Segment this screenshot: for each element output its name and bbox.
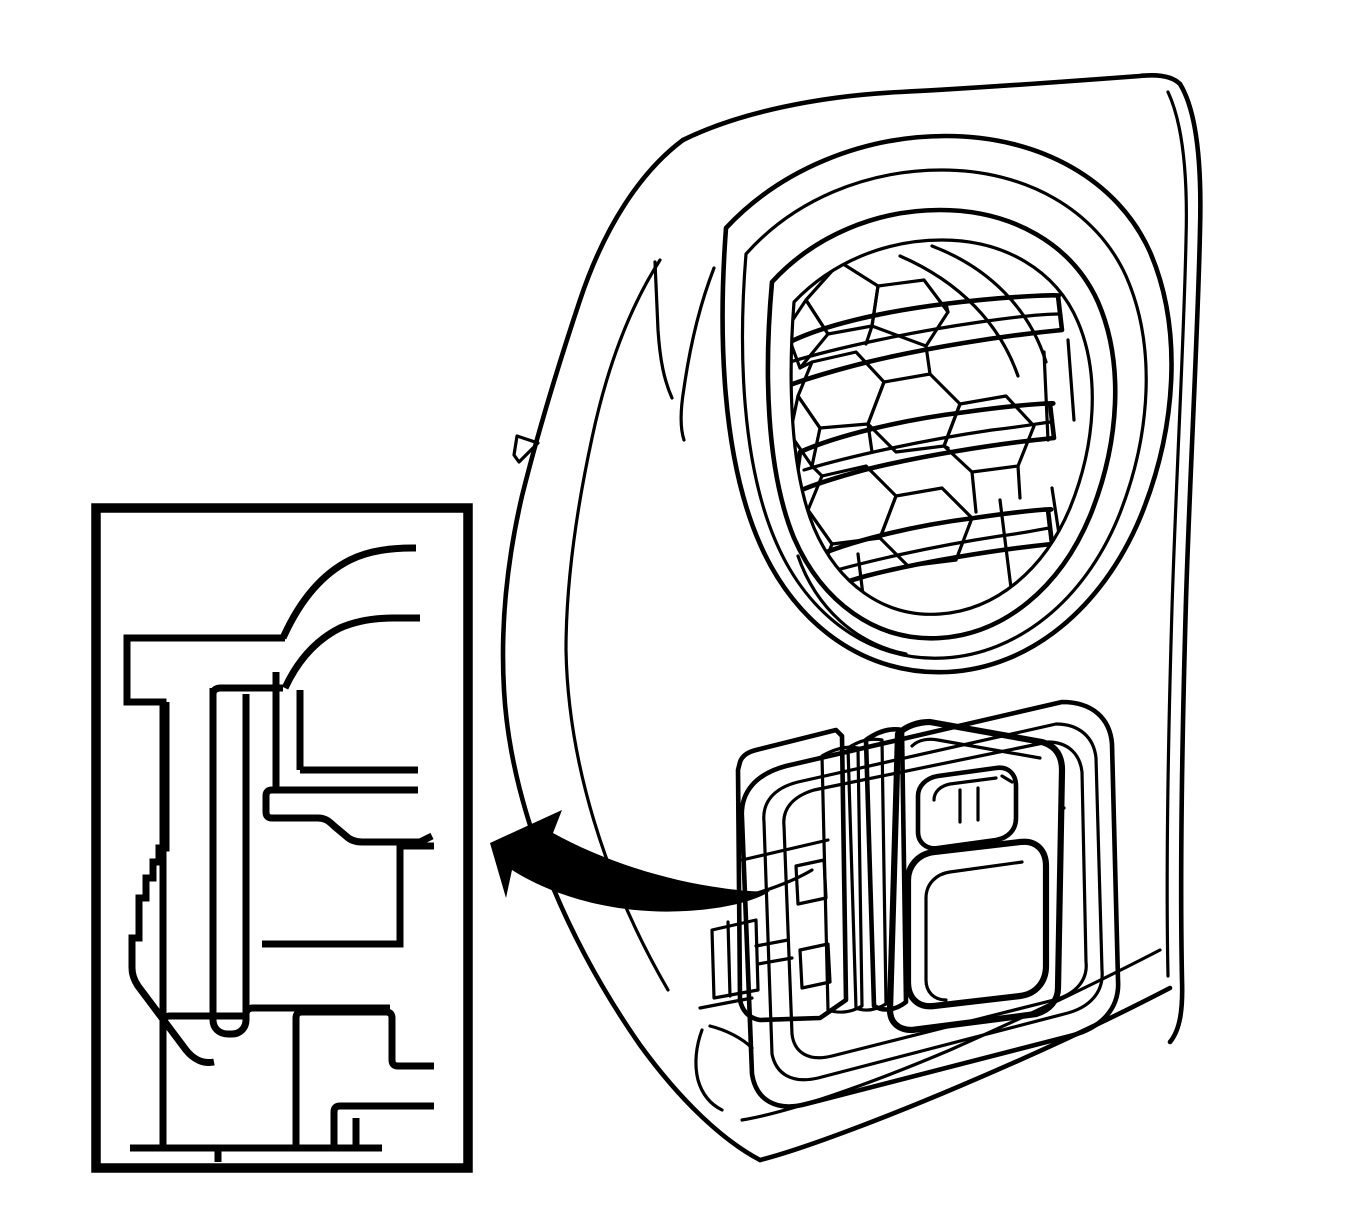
bezel-shoulder-crease-a [653,260,674,400]
louver-blade-1-body [791,292,1065,391]
switch-housing-step-tab-2 [756,956,794,966]
bezel-top-edge [680,72,1183,143]
mesh-strut-3 [866,422,874,454]
vent-interior-backing-2 [898,254,1020,378]
vent-second-ring [740,168,1148,660]
bezel-right-edge [1167,81,1203,1045]
vent-rear-fin-2 [1066,338,1076,422]
switch-side-wall-1 [820,745,864,1014]
detail-clip-outer-curve [279,544,416,640]
callout-arrow-icon [490,810,770,912]
detail-step-riser-body [266,858,404,948]
detail-rib-top-left-corner [209,684,283,695]
detail-flange-left-profile [123,638,167,1030]
bezel-right-inner-line [1165,90,1188,978]
large-square-button[interactable] [904,838,1050,1010]
bezel-left-inner-contour [564,258,670,992]
retention-tab-window-2[interactable] [798,942,832,990]
switch-faceplate-body [886,718,1066,1034]
louver-blade-2-body [791,400,1057,497]
detail-bottom-rail-link [159,1012,246,1030]
switch-housing-base-line [698,996,754,1010]
switch-side-wall-3 [863,727,909,1012]
vent-interior-backing [930,244,1048,364]
side-locating-tab-icon [512,434,540,464]
louver-blade-2-crease [802,420,1054,472]
switch-side-wall-2 [846,737,888,1012]
detail-step-riser-top [396,842,434,858]
switch-rear-housing-body [735,727,849,1023]
switch-housing-shelf [740,838,830,862]
vent-outer-ring [720,133,1174,675]
large-button-inner-left [924,896,948,1002]
rocker-button-inner-edge [932,776,998,802]
switch-faceplate-top-highlight [910,737,1042,760]
detail-inset-cross-section [91,503,473,1173]
mesh-strut-2 [944,302,950,314]
rocker-switch-button[interactable] [915,765,1019,851]
detail-lower-right-bracket [292,1008,434,1070]
mesh-strut-1 [864,324,874,346]
instrument-panel-bezel [500,72,1203,1163]
detail-lower-bracket-top [242,1004,390,1020]
detail-rib-outline [209,694,250,1038]
vent-louver-blade-1[interactable] [782,292,1065,391]
switch-housing-lower-step [710,918,760,1000]
detail-flange-top-edge [123,634,283,642]
louver-blade-1-crease [791,312,1060,364]
detail-box-contents [123,544,434,1162]
vent-throat-ring [765,207,1118,641]
rocker-button-corner-tick [1000,774,1014,784]
switch-housing-step-tab [754,938,790,948]
switch-rear-housing [698,727,849,1023]
detail-clip-inner-curve [281,614,420,690]
switch-body-side-walls [820,727,909,1014]
rocker-button-outline [915,765,1019,851]
louver-blade-3-crease [814,526,1052,578]
bezel-switch-opening-outer [739,699,1121,1109]
detail-step-profile [262,786,434,846]
large-button-outline [904,838,1050,1010]
mesh-strut-4 [942,444,950,450]
vent-rear-fin-1 [1042,350,1050,442]
detail-small-tab-top [330,1102,434,1113]
bezel-left-outer-edge [500,137,763,1163]
switch-front-faceplate[interactable] [886,718,1066,1034]
bezel-lower-left-flange [694,1028,724,1112]
bezel-bottom-edge [757,985,1173,1163]
bezel-switch-opening-third [782,740,1088,1060]
vent-inner-aperture [789,238,1094,616]
bezel-switch-opening-inner [762,722,1104,1082]
switch-housing-step-rib [726,920,732,998]
vent-louver-blade-2[interactable] [791,400,1057,497]
large-button-inner-top [924,860,1024,900]
bezel-shoulder-crease-b [679,266,716,442]
detail-serrated-clip-edge [128,702,215,1066]
vent-lower-left-arc [796,554,908,656]
multi-function-switch-assembly[interactable] [698,699,1121,1109]
